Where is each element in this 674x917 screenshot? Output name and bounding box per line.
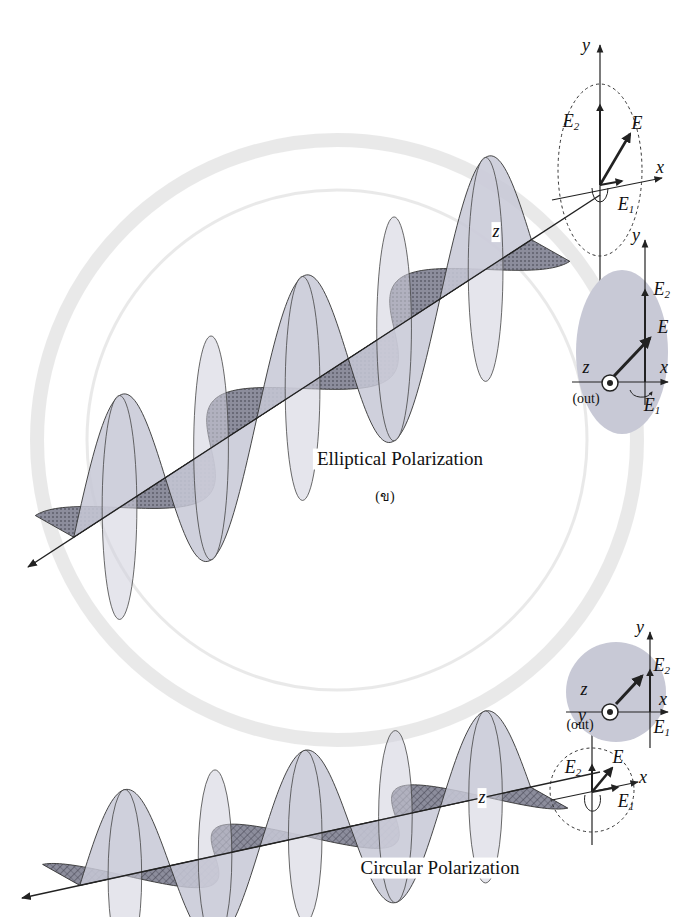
axis-label: y: [636, 618, 644, 638]
field-circle: [566, 642, 666, 742]
e-vector: [600, 134, 630, 185]
y-axis: [644, 240, 645, 405]
e1-vector: [592, 787, 618, 792]
field-label: E2: [654, 656, 671, 676]
field-label: E1: [654, 718, 671, 738]
field-label: E2: [563, 112, 580, 132]
crest-section: [108, 790, 142, 917]
out-of-page-dot: [607, 709, 613, 715]
polarization-ellipse: [558, 84, 642, 256]
axis-label: x: [656, 158, 664, 178]
axis-label: x: [660, 358, 668, 378]
axis-label: y: [582, 36, 590, 56]
field-label: E1: [618, 792, 635, 812]
out-of-page-symbol: [602, 704, 618, 720]
y-axis: [599, 45, 600, 292]
axis-label: z: [477, 788, 486, 808]
field-label: E1: [618, 195, 635, 215]
x-axis: [552, 178, 662, 200]
crest-section: [198, 770, 232, 917]
view-note: (out): [566, 717, 593, 732]
polarization-circle: [550, 748, 634, 832]
e2-vector: [599, 105, 601, 185]
field-label: E: [613, 748, 624, 768]
rotation-arc: [585, 795, 601, 811]
field-label: E2: [654, 280, 671, 300]
axis-label: z: [491, 222, 500, 242]
field-label: E1: [644, 396, 661, 416]
e2-vector: [649, 670, 651, 712]
axis-label: x: [639, 768, 647, 788]
x-axis: [572, 381, 668, 382]
view-note: (ข): [375, 489, 394, 504]
z-axis: [28, 195, 600, 567]
y-axis: [591, 722, 592, 845]
field-label: E2: [565, 758, 582, 778]
e1-vector: [600, 181, 622, 185]
e-vector: [616, 676, 642, 704]
field-ellipse: [576, 270, 668, 434]
field-label: E: [658, 318, 669, 338]
figure-caption: Elliptical Polarization: [313, 449, 487, 470]
axis-label: y: [632, 226, 640, 246]
view-note: (out): [572, 391, 599, 406]
figure-caption: Circular Polarization: [357, 858, 524, 879]
out-of-page-dot: [607, 380, 613, 386]
e2-vector: [591, 765, 593, 792]
vertical-field-sheet: [74, 156, 532, 562]
axis-label: x: [659, 690, 667, 710]
axis-label: z: [582, 358, 589, 378]
z-axis: [22, 772, 600, 898]
field-label: E: [632, 114, 643, 134]
out-of-page-symbol: [602, 375, 618, 391]
rotation-arc: [592, 188, 608, 202]
vertical-field-sheet: [80, 711, 531, 917]
e2-vector: [644, 290, 646, 382]
e-vector: [614, 338, 650, 376]
y-axis: [649, 632, 650, 748]
axis-label: z: [580, 680, 587, 700]
